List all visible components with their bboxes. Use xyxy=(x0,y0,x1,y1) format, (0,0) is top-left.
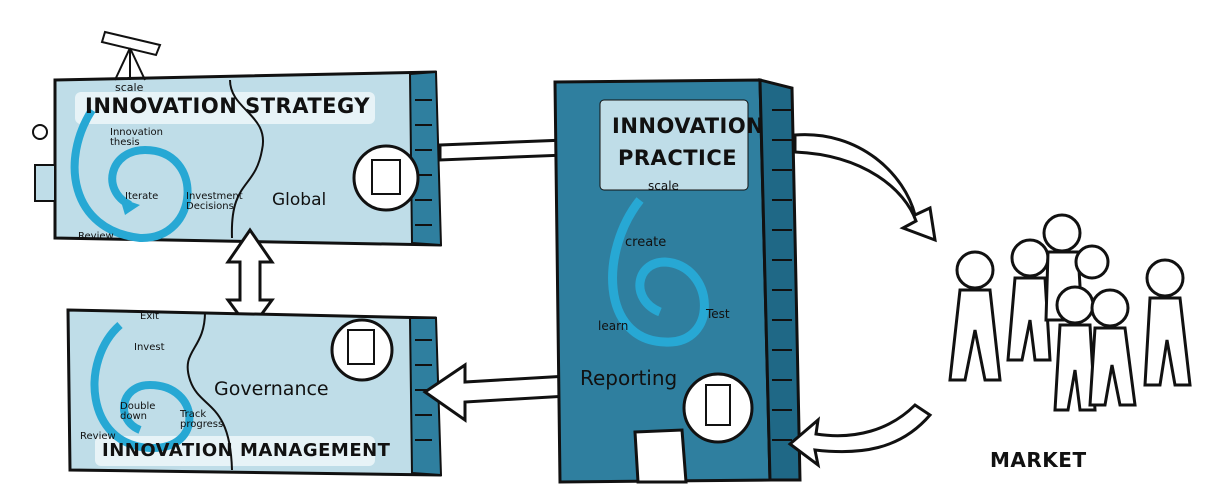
strategy-iterate-label: Iterate xyxy=(125,191,159,202)
person-icon xyxy=(32,124,56,202)
market-label: MARKET xyxy=(990,448,1087,472)
management-exit-label: Exit xyxy=(140,311,159,322)
strategy-box xyxy=(53,70,443,247)
practice-title-line1: INNOVATION xyxy=(612,114,765,138)
vertical-double-arrow xyxy=(225,227,275,333)
practice-learn-label: learn xyxy=(598,319,629,333)
practice-scale-label: scale xyxy=(648,179,679,193)
management-review-label: Review xyxy=(80,431,116,442)
strategy-global-label: Global xyxy=(272,190,327,210)
strategy-scale-label: scale xyxy=(115,81,144,94)
arrow-practice-to-market xyxy=(793,133,937,243)
strategy-investment-label: Investment Decisions xyxy=(186,191,243,212)
management-double-down-label: Double down xyxy=(120,401,156,422)
management-invest-label: Invest xyxy=(134,342,165,353)
telescope-icon xyxy=(100,30,162,81)
management-box xyxy=(66,308,443,477)
practice-tower xyxy=(553,78,802,484)
management-governance-label: Governance xyxy=(214,378,329,400)
management-track-label: Track progress xyxy=(180,409,224,430)
strategy-review-label: Review xyxy=(78,231,114,242)
management-title: INNOVATION MANAGEMENT xyxy=(102,440,391,461)
market-crowd xyxy=(948,213,1192,412)
arrow-market-to-practice xyxy=(787,403,933,469)
practice-title-line2: PRACTICE xyxy=(618,146,738,170)
practice-test-label: Test xyxy=(706,307,730,321)
practice-create-label: create xyxy=(625,235,667,250)
practice-reporting-label: Reporting xyxy=(580,366,678,390)
strategy-title: INNOVATION STRATEGY xyxy=(85,94,370,118)
strategy-thesis-label: Innovation thesis xyxy=(110,127,163,148)
